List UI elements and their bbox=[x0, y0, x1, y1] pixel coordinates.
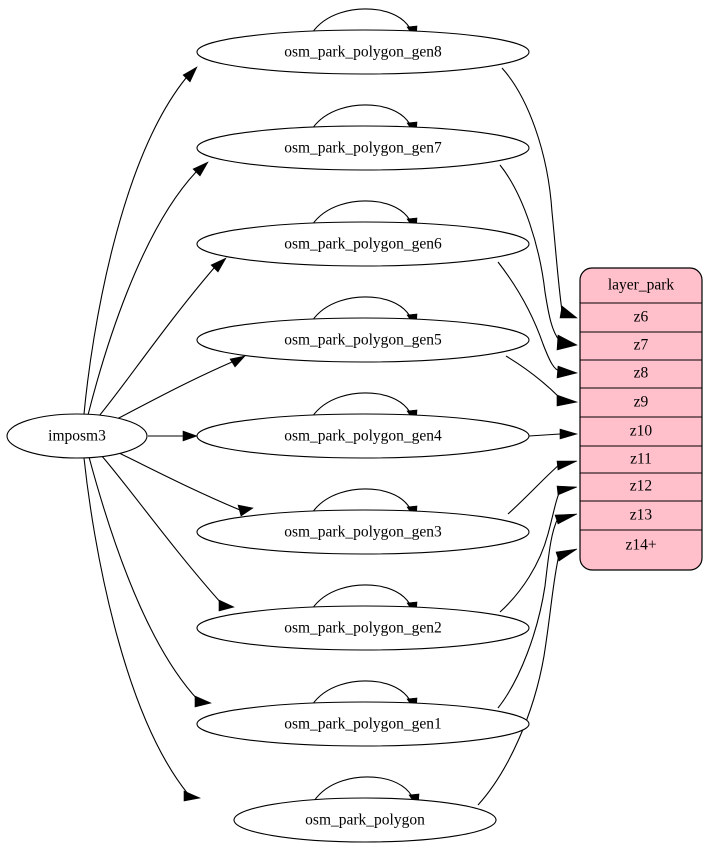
selfloop-gen5 bbox=[311, 296, 413, 322]
arrowhead-gen1 bbox=[194, 695, 212, 708]
edge-imposm3-to-gen1 bbox=[88, 456, 199, 701]
node-osm_park_polygon_gen6[interactable]: osm_park_polygon_gen6 bbox=[196, 221, 530, 267]
edge-gen1-to-z13 bbox=[497, 517, 559, 709]
node-osm_park_polygon[interactable]: osm_park_polygon bbox=[233, 797, 497, 843]
node-imposm3[interactable]: imposm3 bbox=[6, 413, 148, 459]
edges-to-layer-park bbox=[477, 67, 579, 806]
selfloop-osm-park-polygon bbox=[313, 776, 415, 802]
node-osm_park_polygon_gen3[interactable]: osm_park_polygon_gen3 bbox=[196, 509, 530, 555]
edge-gen4-to-z10 bbox=[528, 433, 561, 437]
selfloop-gen2 bbox=[311, 584, 413, 610]
gen3-ellipse[interactable] bbox=[196, 509, 530, 555]
edge-osm-park-polygon-to-z14 bbox=[477, 554, 560, 806]
edge-imposm3-to-gen3 bbox=[118, 452, 241, 511]
gen8-ellipse[interactable] bbox=[196, 29, 530, 75]
arrowhead-osm-park-polygon bbox=[183, 790, 202, 802]
arrowhead-z14 bbox=[555, 548, 578, 562]
arrowhead-gen2 bbox=[218, 599, 235, 612]
gen7-ellipse[interactable] bbox=[196, 125, 530, 171]
osm-park-polygon-ellipse[interactable] bbox=[233, 797, 497, 843]
arrowhead-z6 bbox=[559, 305, 578, 319]
node-osm_park_polygon_gen1[interactable]: osm_park_polygon_gen1 bbox=[196, 701, 530, 747]
edge-gen8-to-z6 bbox=[501, 67, 563, 312]
selfloop-gen8 bbox=[311, 8, 413, 34]
arrowhead-gen6 bbox=[210, 257, 227, 273]
arrowhead-z13 bbox=[554, 513, 578, 525]
edge-gen3-to-z11 bbox=[507, 463, 561, 515]
edges-from-imposm3 bbox=[83, 66, 254, 802]
arrowhead-z8 bbox=[556, 365, 579, 379]
selfloop-gen1 bbox=[311, 680, 413, 706]
node-osm_park_polygon_gen4[interactable]: osm_park_polygon_gen4 bbox=[196, 413, 530, 459]
arrowhead-z12 bbox=[556, 485, 578, 496]
edge-gen2-to-z12 bbox=[499, 488, 562, 613]
edge-gen7-to-z7 bbox=[499, 164, 560, 341]
layer-park-table[interactable]: layer_park z6 z7 z8 z9 z10 z11 z12 z13 z… bbox=[579, 267, 703, 571]
imposm3-ellipse[interactable] bbox=[6, 413, 148, 459]
arrowhead-z10 bbox=[559, 428, 579, 440]
node-osm_park_polygon_gen2[interactable]: osm_park_polygon_gen2 bbox=[196, 605, 530, 651]
layer-park-table-body[interactable] bbox=[579, 267, 703, 571]
arrowhead-gen8 bbox=[182, 66, 198, 83]
node-osm_park_polygon_gen7[interactable]: osm_park_polygon_gen7 bbox=[196, 125, 530, 171]
edge-imposm3-to-gen7 bbox=[87, 171, 197, 416]
edge-imposm3-to-gen6 bbox=[98, 267, 215, 417]
edge-gen6-to-z8 bbox=[497, 261, 561, 372]
edge-gen5-to-z9 bbox=[505, 355, 561, 399]
gen2-ellipse[interactable] bbox=[196, 605, 530, 651]
arrowhead-gen5 bbox=[229, 355, 246, 368]
gen5-ellipse[interactable] bbox=[196, 317, 530, 363]
gen4-ellipse[interactable] bbox=[196, 413, 530, 459]
node-osm_park_polygon_gen5[interactable]: osm_park_polygon_gen5 bbox=[196, 317, 530, 363]
gen6-ellipse[interactable] bbox=[196, 221, 530, 267]
arrowhead-z7 bbox=[556, 334, 578, 351]
edge-imposm3-to-gen8 bbox=[83, 77, 187, 415]
arrowhead-z11 bbox=[556, 460, 578, 471]
selfloop-gen6 bbox=[311, 200, 413, 226]
edge-imposm3-to-gen2 bbox=[100, 454, 223, 605]
arrowhead-z9 bbox=[556, 394, 579, 407]
selfloop-gen3 bbox=[311, 488, 413, 514]
selfloop-gen7 bbox=[311, 104, 413, 130]
arrowhead-gen3 bbox=[237, 504, 254, 517]
arrowhead-gen7 bbox=[192, 161, 209, 177]
edge-imposm3-to-gen5 bbox=[116, 361, 233, 420]
node-osm_park_polygon_gen8[interactable]: osm_park_polygon_gen8 bbox=[196, 29, 530, 75]
edge-imposm3-to-osm-park-polygon bbox=[83, 457, 189, 795]
selfloop-gen4 bbox=[311, 392, 413, 418]
arrowhead-gen4 bbox=[182, 430, 198, 442]
gen1-ellipse[interactable] bbox=[196, 701, 530, 747]
